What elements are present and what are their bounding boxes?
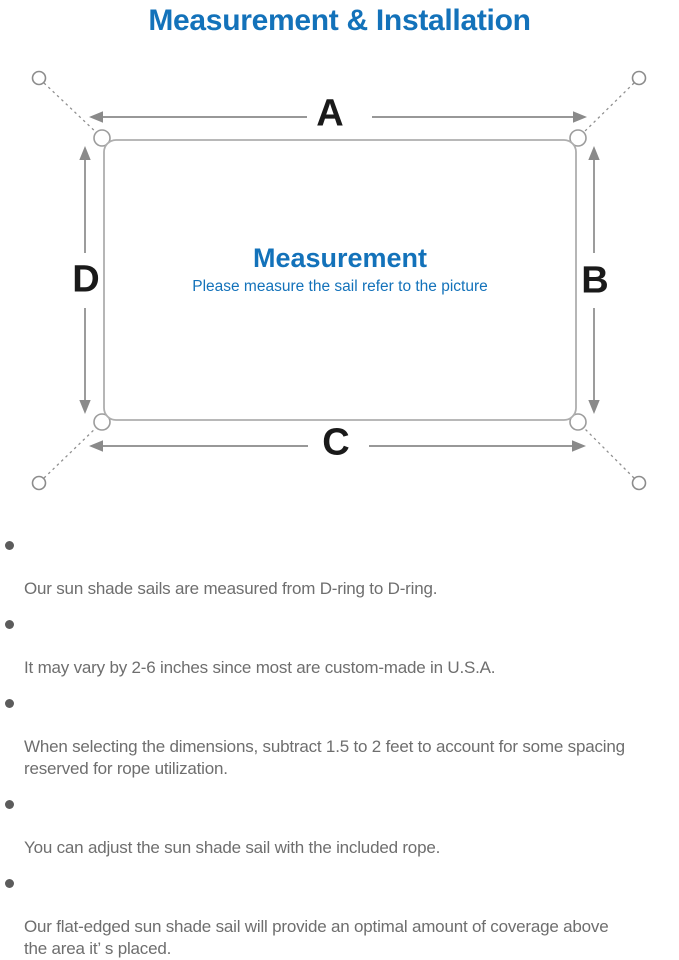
list-item: Our flat-edged sun shade sail will provi… <box>0 872 672 960</box>
dashed-line-top-left <box>43 82 100 136</box>
note-text: When selecting the dimensions, subtract … <box>24 737 625 778</box>
dimension-label-d: D <box>72 258 100 301</box>
bullet-icon <box>5 879 14 888</box>
arrowhead-icon <box>588 146 600 160</box>
d-ring-icon <box>93 129 111 147</box>
arrowhead-icon <box>89 111 103 123</box>
sail-caption: Measurement Please measure the sail refe… <box>104 243 576 297</box>
d-ring-icon <box>569 413 587 431</box>
dimension-label-c: C <box>322 421 350 464</box>
arrowhead-icon <box>79 400 91 414</box>
list-item: Our sun shade sails are measured from D-… <box>0 534 672 600</box>
d-ring-icon <box>93 413 111 431</box>
d-ring-icon <box>569 129 587 147</box>
arrowhead-icon <box>79 146 91 160</box>
note-text: You can adjust the sun shade sail with t… <box>24 838 441 857</box>
anchor-ring-icon <box>631 475 647 491</box>
caption-heading: Measurement <box>252 243 428 273</box>
measurement-diagram <box>31 70 647 491</box>
guy-lines <box>43 82 635 479</box>
bullet-icon <box>5 620 14 629</box>
dimension-arrow-lines <box>84 116 595 447</box>
note-text: Our flat-edged sun shade sail will provi… <box>24 917 609 958</box>
list-item: It may vary by 2-6 inches since most are… <box>0 613 672 679</box>
bullet-icon <box>5 541 14 550</box>
page-title: Measurement & Installation <box>148 4 531 37</box>
note-text: It may vary by 2-6 inches since most are… <box>24 658 496 677</box>
anchor-points <box>31 70 647 491</box>
corner-d-rings <box>93 129 587 431</box>
sail-outline <box>103 139 577 421</box>
anchor-ring-icon <box>31 475 47 491</box>
anchor-ring-icon <box>631 70 647 86</box>
dashed-line-top-right <box>580 82 635 136</box>
bullet-icon <box>5 800 14 809</box>
dimension-label-a: A <box>316 92 344 135</box>
notes-list: Our sun shade sails are measured from D-… <box>0 534 672 960</box>
arrowhead-icon <box>588 400 600 414</box>
list-item: You can adjust the sun shade sail with t… <box>0 793 672 859</box>
arrowhead-icon <box>572 440 586 452</box>
dimension-label-b: B <box>581 259 609 302</box>
anchor-ring-icon <box>31 70 47 86</box>
arrowhead-icon <box>573 111 587 123</box>
dashed-line-bottom-right <box>580 424 635 479</box>
bullet-icon <box>5 699 14 708</box>
arrowhead-icon <box>89 440 103 452</box>
caption-subtitle: Please measure the sail refer to the pic… <box>192 278 488 295</box>
dashed-line-bottom-left <box>43 424 100 479</box>
dimension-arrowheads <box>79 111 600 452</box>
note-text: Our sun shade sails are measured from D-… <box>24 579 438 598</box>
list-item: When selecting the dimensions, subtract … <box>0 692 672 780</box>
